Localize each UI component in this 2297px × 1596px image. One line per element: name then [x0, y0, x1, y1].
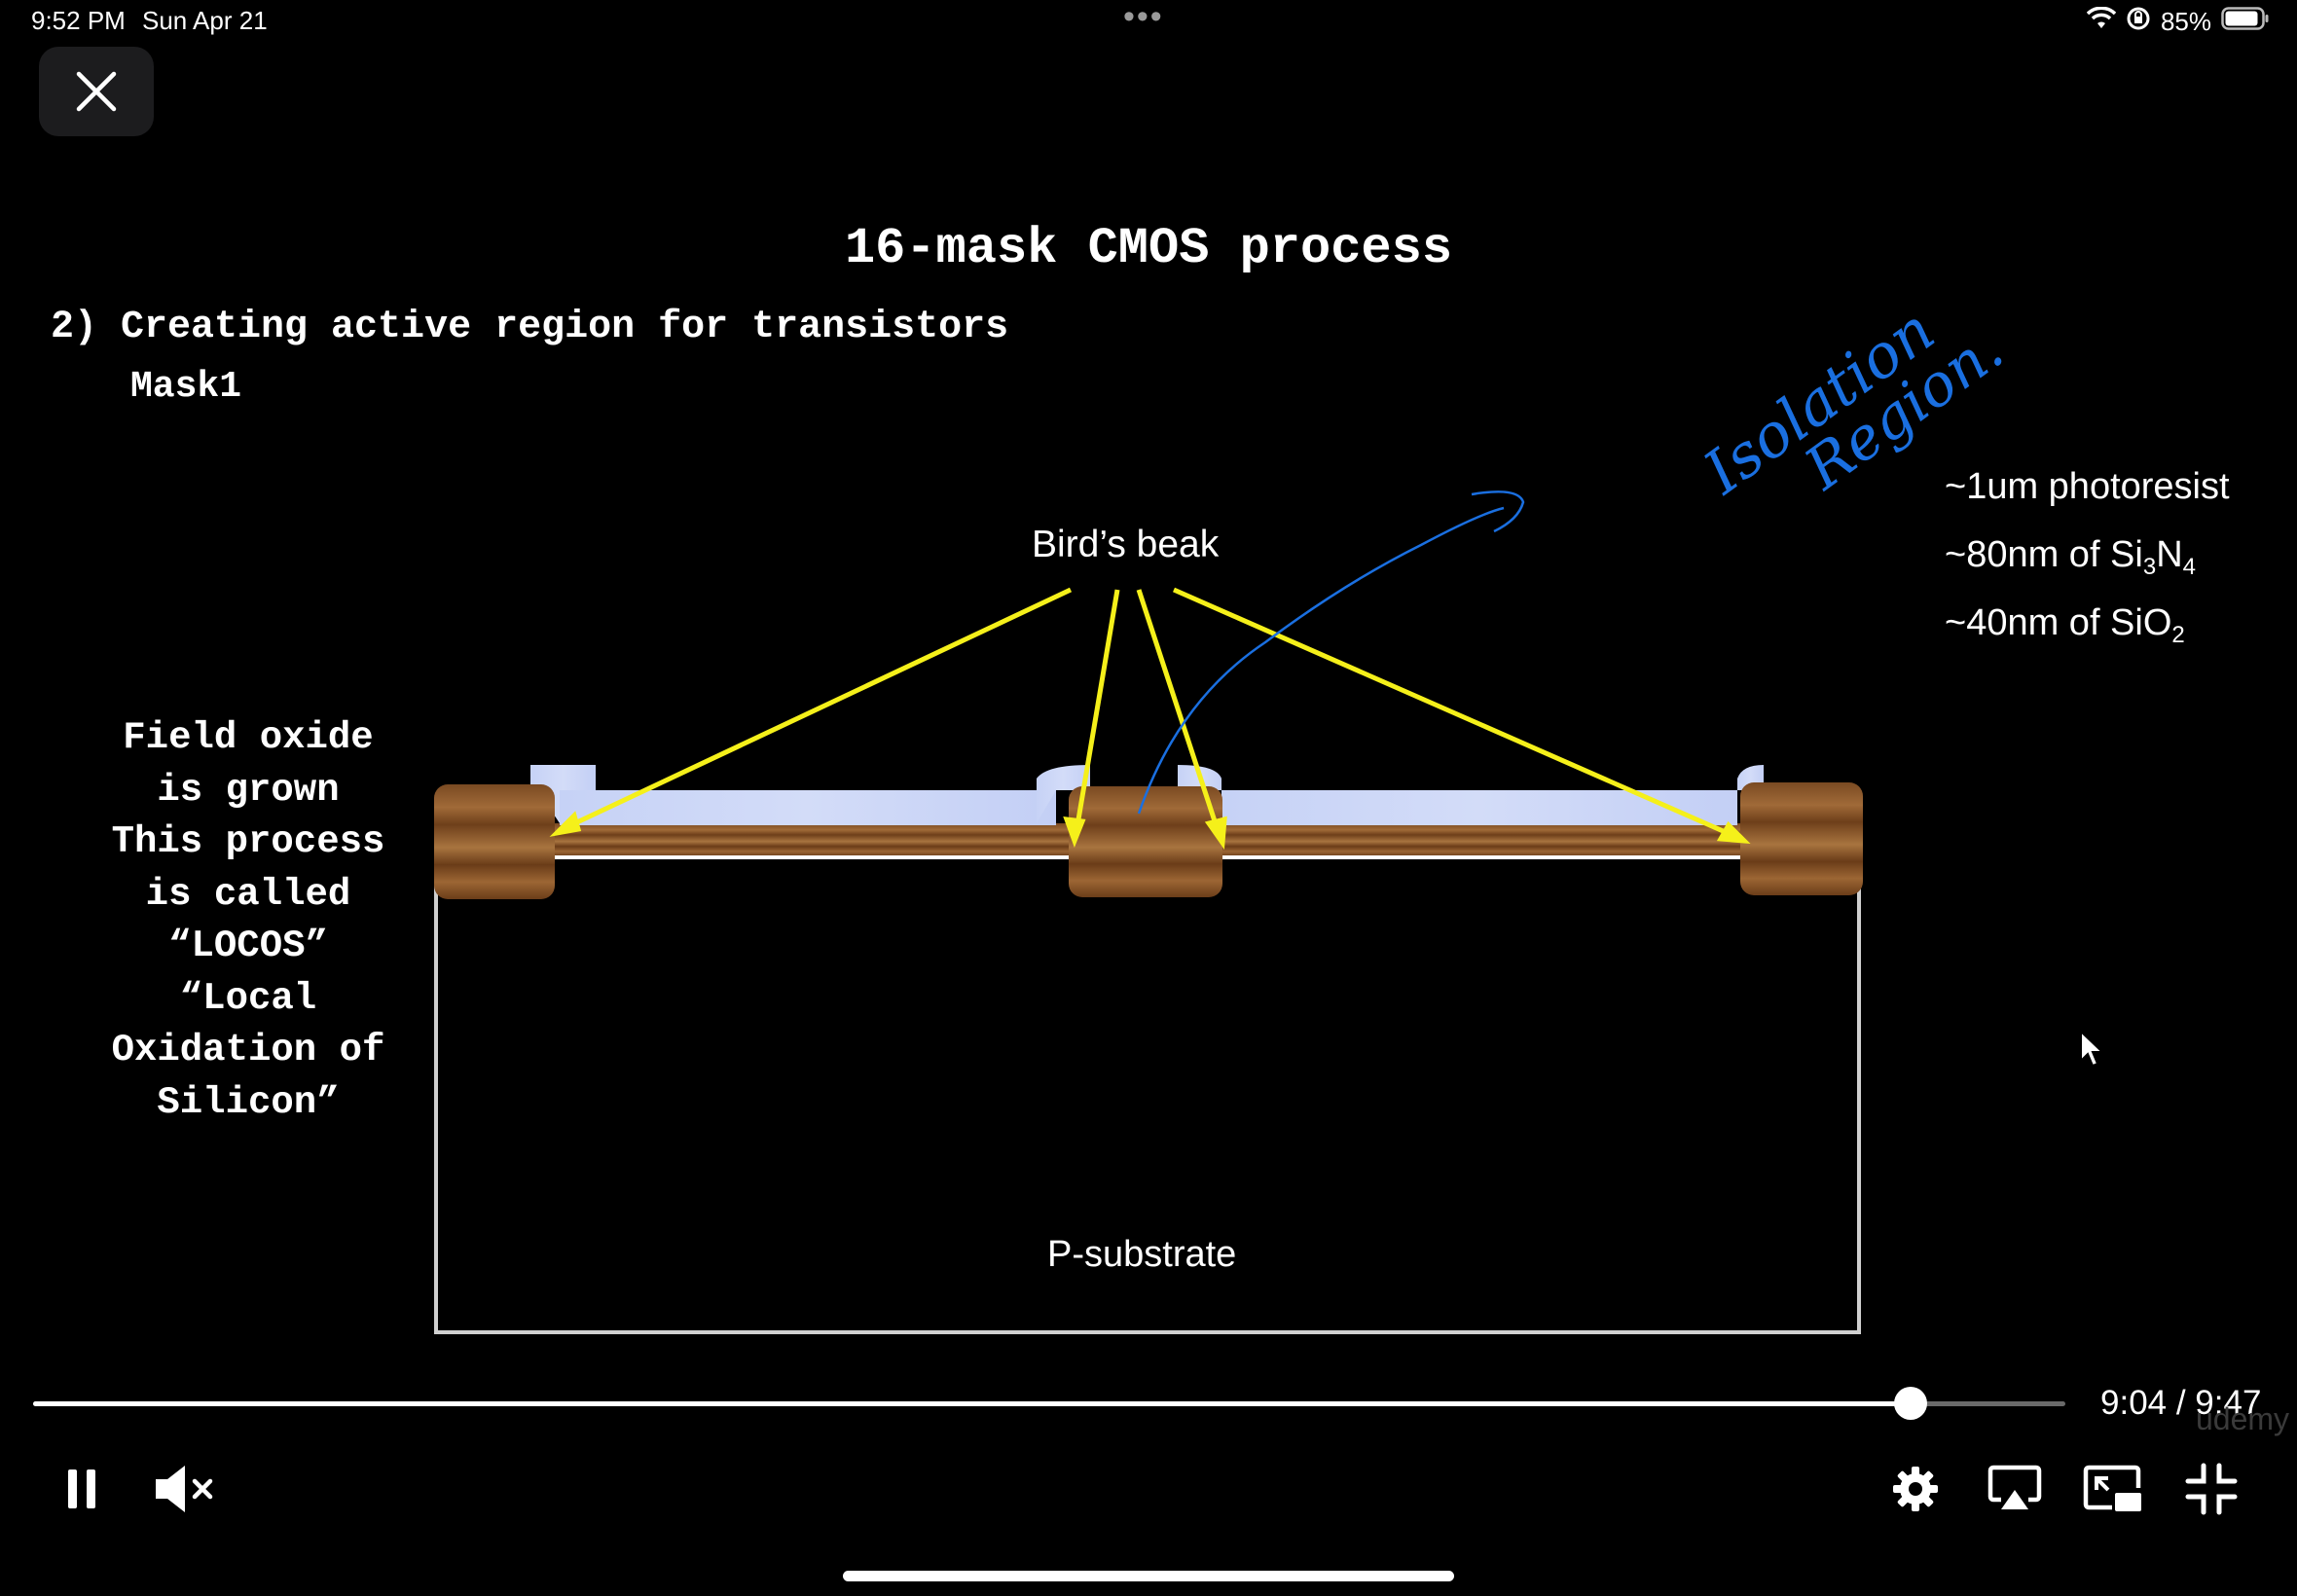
mute-button[interactable]: [152, 1460, 218, 1518]
note-line: is grown: [157, 768, 340, 812]
oxide-note: ~40nm of SiO2: [1945, 602, 2185, 648]
arrow: [1172, 587, 1738, 840]
note-line: This process: [111, 820, 385, 863]
watermark: udemy: [2196, 1401, 2290, 1436]
status-right: 85%: [2086, 6, 2270, 38]
picture-in-picture-button[interactable]: [2083, 1460, 2143, 1518]
picture-in-picture-icon: [2083, 1465, 2141, 1511]
status-date: Sun Apr 21: [142, 6, 268, 35]
note-line: “LOCOS”: [168, 925, 328, 967]
field-oxide-center: [1069, 786, 1222, 897]
screen-lock-icon: [2126, 6, 2151, 38]
note-line: Field oxide: [123, 716, 374, 759]
status-bar: 9:52 PM Sun Apr 21 ••• 85%: [0, 0, 2297, 47]
layer-notes: ~1um photoresist ~80nm of Si3N4 ~40nm of…: [1945, 459, 2230, 664]
nitride-strip-right-body: [1221, 790, 1737, 825]
multitasking-dots[interactable]: •••: [1123, 0, 1164, 35]
pause-icon: [68, 1469, 95, 1508]
arrow: [1136, 589, 1221, 834]
note-line: Silicon”: [157, 1080, 340, 1124]
progress-thumb[interactable]: [1894, 1387, 1928, 1420]
photoresist-note: ~1um photoresist: [1945, 466, 2230, 507]
birds-beak-label: Bird’s beak: [1032, 524, 1220, 565]
slide-subtitle: 2) Creating active region for transistor…: [51, 306, 1009, 349]
field-oxide-note: Field oxide is grown This process is cal…: [68, 712, 428, 1129]
battery-icon: [2221, 6, 2270, 38]
close-icon: [76, 71, 117, 112]
airplay-icon: [1987, 1465, 2042, 1509]
home-indicator[interactable]: [843, 1571, 1454, 1581]
arrow: [561, 587, 1073, 832]
nitride-note: ~80nm of Si3N4: [1945, 534, 2197, 580]
locos-diagram: [434, 490, 1863, 1334]
mute-icon: [156, 1466, 213, 1512]
mask-label: Mask1: [130, 366, 242, 408]
battery-percent: 85%: [2160, 7, 2211, 36]
exit-fullscreen-icon: [2185, 1463, 2238, 1515]
time-readout: 9:04 / 9:47: [2100, 1384, 2262, 1422]
exit-fullscreen-button[interactable]: [2182, 1460, 2241, 1518]
nitride-strip-left: [530, 765, 596, 823]
note-line: Oxidation of: [111, 1029, 385, 1071]
settings-gear-icon: [1893, 1467, 1938, 1511]
status-time: 9:52 PM: [31, 6, 126, 35]
birds-beak-arrows: [549, 587, 1751, 851]
nitride-strip-left-body: [560, 790, 1056, 825]
p-substrate-label: P-substrate: [1047, 1234, 1237, 1275]
progress-fill: [33, 1401, 1912, 1406]
field-oxide-left: [434, 784, 555, 899]
handwritten-arrow: [1137, 506, 1505, 815]
close-button[interactable]: [39, 47, 154, 136]
airplay-button[interactable]: [1986, 1460, 2044, 1518]
wifi-icon: [2086, 6, 2117, 37]
arrow: [1074, 589, 1120, 832]
settings-button[interactable]: [1888, 1462, 1943, 1516]
field-oxide-right: [1740, 782, 1863, 895]
mouse-cursor-icon: [2080, 1030, 2105, 1068]
note-line: “Local: [179, 976, 317, 1020]
note-line: is called: [145, 872, 351, 916]
progress-bar[interactable]: [33, 1387, 2065, 1420]
slide-title: 16-mask CMOS process: [844, 220, 1453, 277]
pause-button[interactable]: [55, 1462, 109, 1516]
